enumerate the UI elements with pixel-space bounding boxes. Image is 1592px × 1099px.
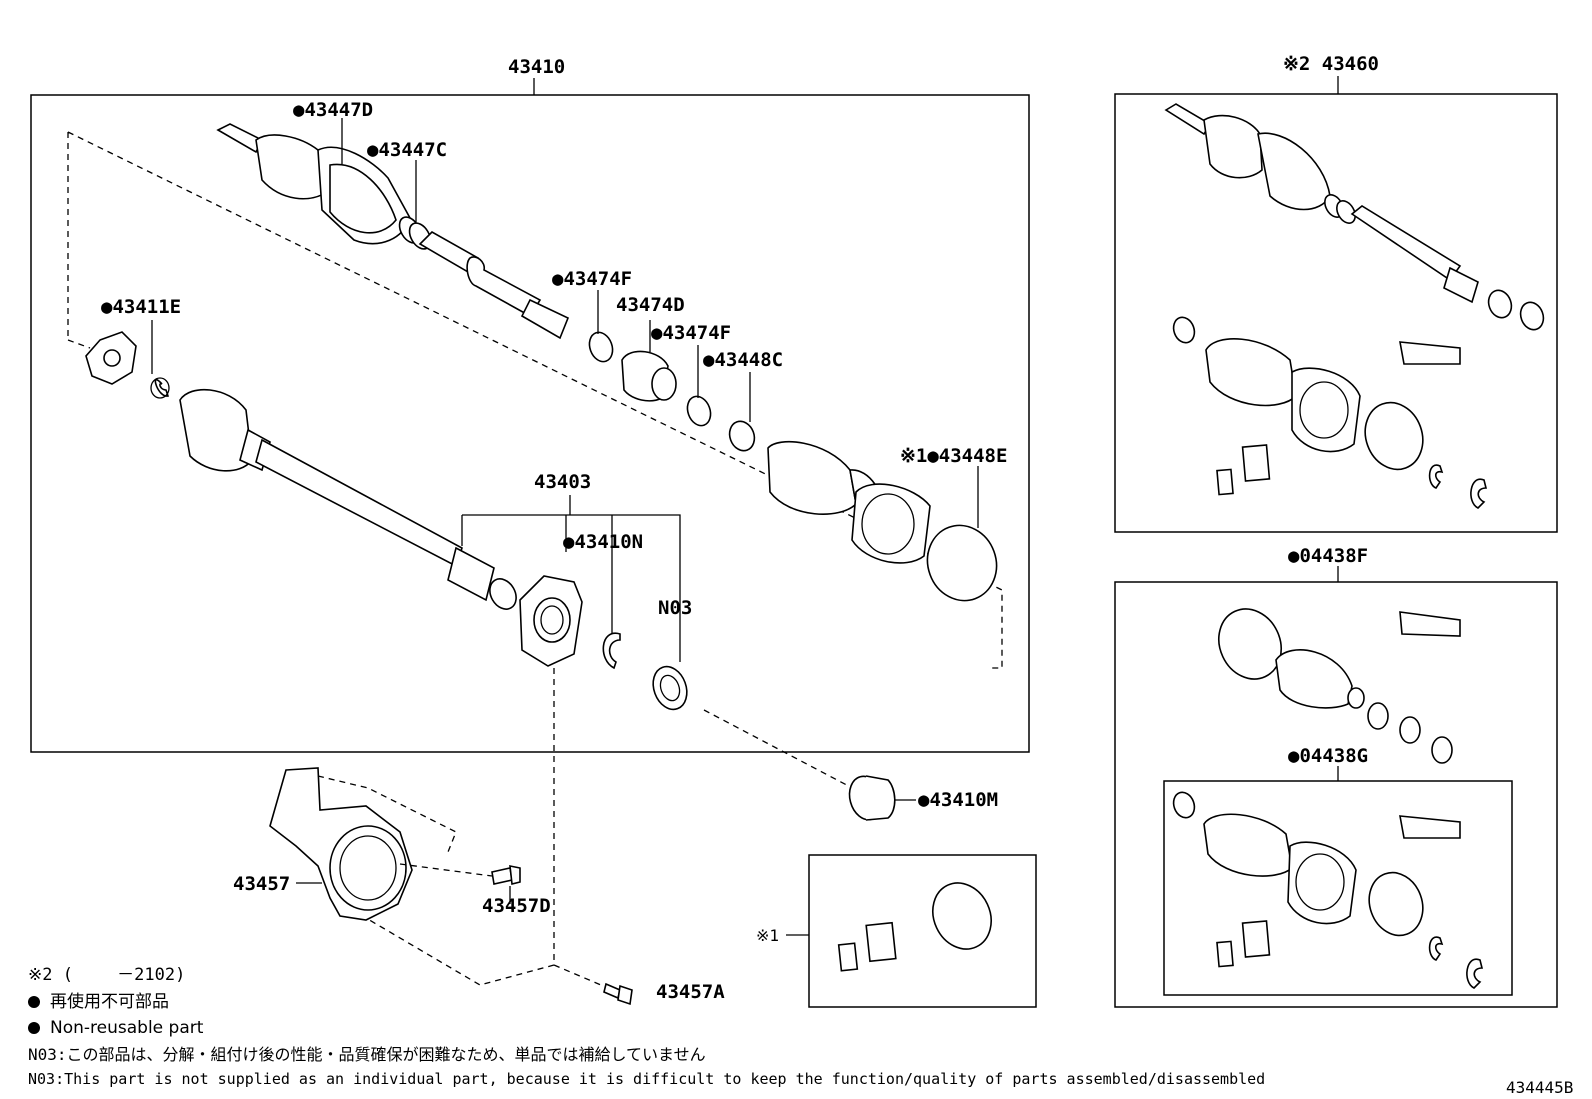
right-driveshaft-43460 (1164, 103, 1545, 509)
label-43457A: 43457A (656, 981, 725, 1003)
figure-id: 434445B (1506, 1078, 1574, 1097)
label-ref1: ※1 (756, 926, 779, 945)
boot-kit-04438G (1172, 791, 1484, 989)
note-n03-en: N03:This part is not supplied as an indi… (28, 1070, 1266, 1088)
label-43403: 43403 (534, 471, 591, 493)
frame-43410 (30, 94, 1030, 753)
label-43447D: ●43447D (293, 99, 373, 121)
hub-bearing-43403 (519, 575, 583, 667)
bolt-43457A (603, 982, 633, 1006)
clamp-43448C (728, 420, 756, 452)
legend-non-reusable-en-text: Non-reusable part (50, 1018, 204, 1038)
frame-ref1-kit (808, 854, 1037, 1008)
label-43448E: ※1●43448E (900, 445, 1007, 467)
label-43457D: 43457D (482, 895, 551, 917)
label-43460: ※2 43460 (1283, 53, 1379, 75)
dynamic-damper-43474D (621, 350, 677, 402)
boot-adapter-ring (851, 483, 931, 564)
label-43447C: ●43447C (367, 139, 447, 161)
seal-N03 (652, 665, 688, 711)
label-43410N: ●43410N (563, 531, 643, 553)
inner-joint-and-shaft (179, 388, 517, 610)
note-n03-jp: N03:この部品は、分解・組付け後の性能・品質確保が困難なため、単品では補給して… (28, 1045, 706, 1064)
boot-kit-04438F (1218, 608, 1461, 764)
label-N03: N03 (658, 597, 692, 619)
steering-knuckle-43457 (269, 767, 457, 921)
outer-cv-joint-upper (216, 123, 432, 250)
non-reusable-dot-icon (28, 1022, 40, 1034)
frame-43460 (1114, 93, 1558, 533)
label-43457: 43457 (233, 873, 290, 895)
legend-non-reusable-jp-text: 再使用不可部品 (50, 992, 169, 1012)
clamp-43474F-1 (588, 331, 614, 363)
label-04438G: ●04438G (1288, 745, 1368, 767)
tripod-joint (85, 331, 137, 385)
snap-ring-43410N (602, 632, 621, 670)
label-43474F-1: ●43474F (552, 268, 632, 290)
label-04438F: ●04438F (1288, 545, 1368, 567)
legend-non-reusable-jp: 再使用不可部品 (28, 992, 169, 1012)
note-ref2: ※2 ( －2102) (28, 965, 186, 985)
label-43411E: ●43411E (101, 296, 181, 318)
label-43474F-2: ●43474F (651, 322, 731, 344)
kit-ref1 (786, 882, 992, 972)
label-43410: 43410 (508, 56, 565, 78)
legend-non-reusable-en: Non-reusable part (28, 1018, 203, 1038)
non-reusable-dot-icon (28, 996, 40, 1008)
upper-shaft (418, 231, 570, 340)
bolt-43457D (399, 863, 521, 885)
label-43410M: ●43410M (918, 789, 998, 811)
frame-04438F (1114, 581, 1558, 1008)
snap-ring-small (154, 379, 170, 397)
label-43448C: ●43448C (703, 349, 783, 371)
seal-43410M (848, 775, 896, 821)
clamp-43448E (926, 524, 998, 602)
label-43474D: 43474D (616, 294, 685, 316)
clamp-43474F-2 (686, 395, 712, 427)
